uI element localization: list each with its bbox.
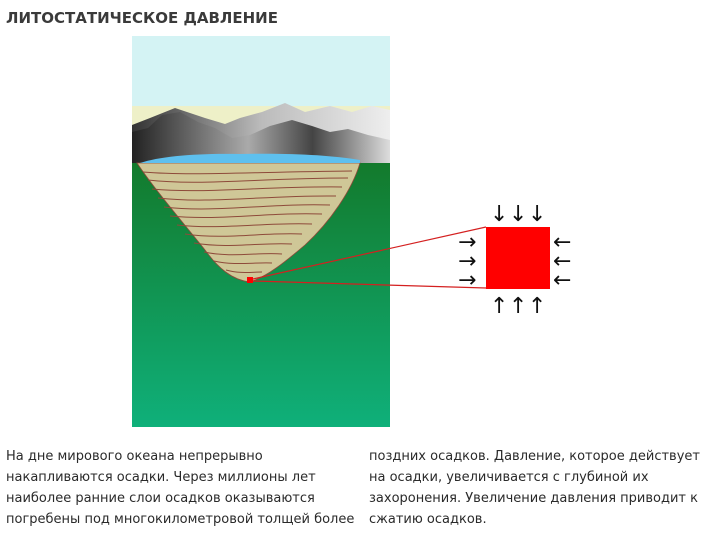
sediment-layers <box>142 170 353 273</box>
caption-line: наиболее ранние слои осадков оказываются <box>6 491 315 506</box>
arrow-up-icon: ↑ <box>528 294 546 319</box>
caption-line: сжатию осадков. <box>369 512 487 527</box>
arrow-right-icon: → <box>458 249 476 274</box>
arrows-top: ↓ ↓ ↓ <box>490 202 546 227</box>
arrows-bottom: ↑ ↑ ↑ <box>490 294 546 319</box>
connector-line-bottom <box>252 280 487 289</box>
mountains-front <box>132 112 390 163</box>
connector-line-top <box>252 226 487 280</box>
arrow-right-icon: → <box>458 268 476 293</box>
caption-line: на осадки, увеличивается с глубиной их <box>369 470 649 485</box>
arrow-up-icon: ↑ <box>490 294 508 319</box>
arrows-right: ← ← ← <box>553 230 571 293</box>
pressure-block <box>486 227 550 289</box>
caption-line: захоронения. Увеличение давления приводи… <box>369 491 698 506</box>
arrow-up-icon: ↑ <box>509 294 527 319</box>
arrow-down-icon: ↓ <box>528 202 546 227</box>
caption-line: погребены под многокилометровой толщей б… <box>6 512 355 527</box>
water-lake <box>140 153 360 163</box>
slide-title: ЛИТОСТАТИЧЕСКОЕ ДАВЛЕНИЕ <box>6 9 278 27</box>
arrows-left: → → → <box>458 230 476 293</box>
arrow-left-icon: ← <box>553 249 571 274</box>
caption-left: На дне мирового океана непрерывно накапл… <box>6 446 354 530</box>
caption-line: накапливаются осадки. Через миллионы лет <box>6 470 316 485</box>
caption-right: поздних осадков. Давление, которое дейст… <box>369 446 700 530</box>
caption-line: поздних осадков. Давление, которое дейст… <box>369 449 700 464</box>
selected-point <box>247 277 253 283</box>
arrow-down-icon: ↓ <box>509 202 527 227</box>
arrow-down-icon: ↓ <box>490 202 508 227</box>
arrow-left-icon: ← <box>553 230 571 255</box>
arrow-left-icon: ← <box>553 268 571 293</box>
arrow-right-icon: → <box>458 230 476 255</box>
caption-line: На дне мирового океана непрерывно <box>6 449 263 464</box>
